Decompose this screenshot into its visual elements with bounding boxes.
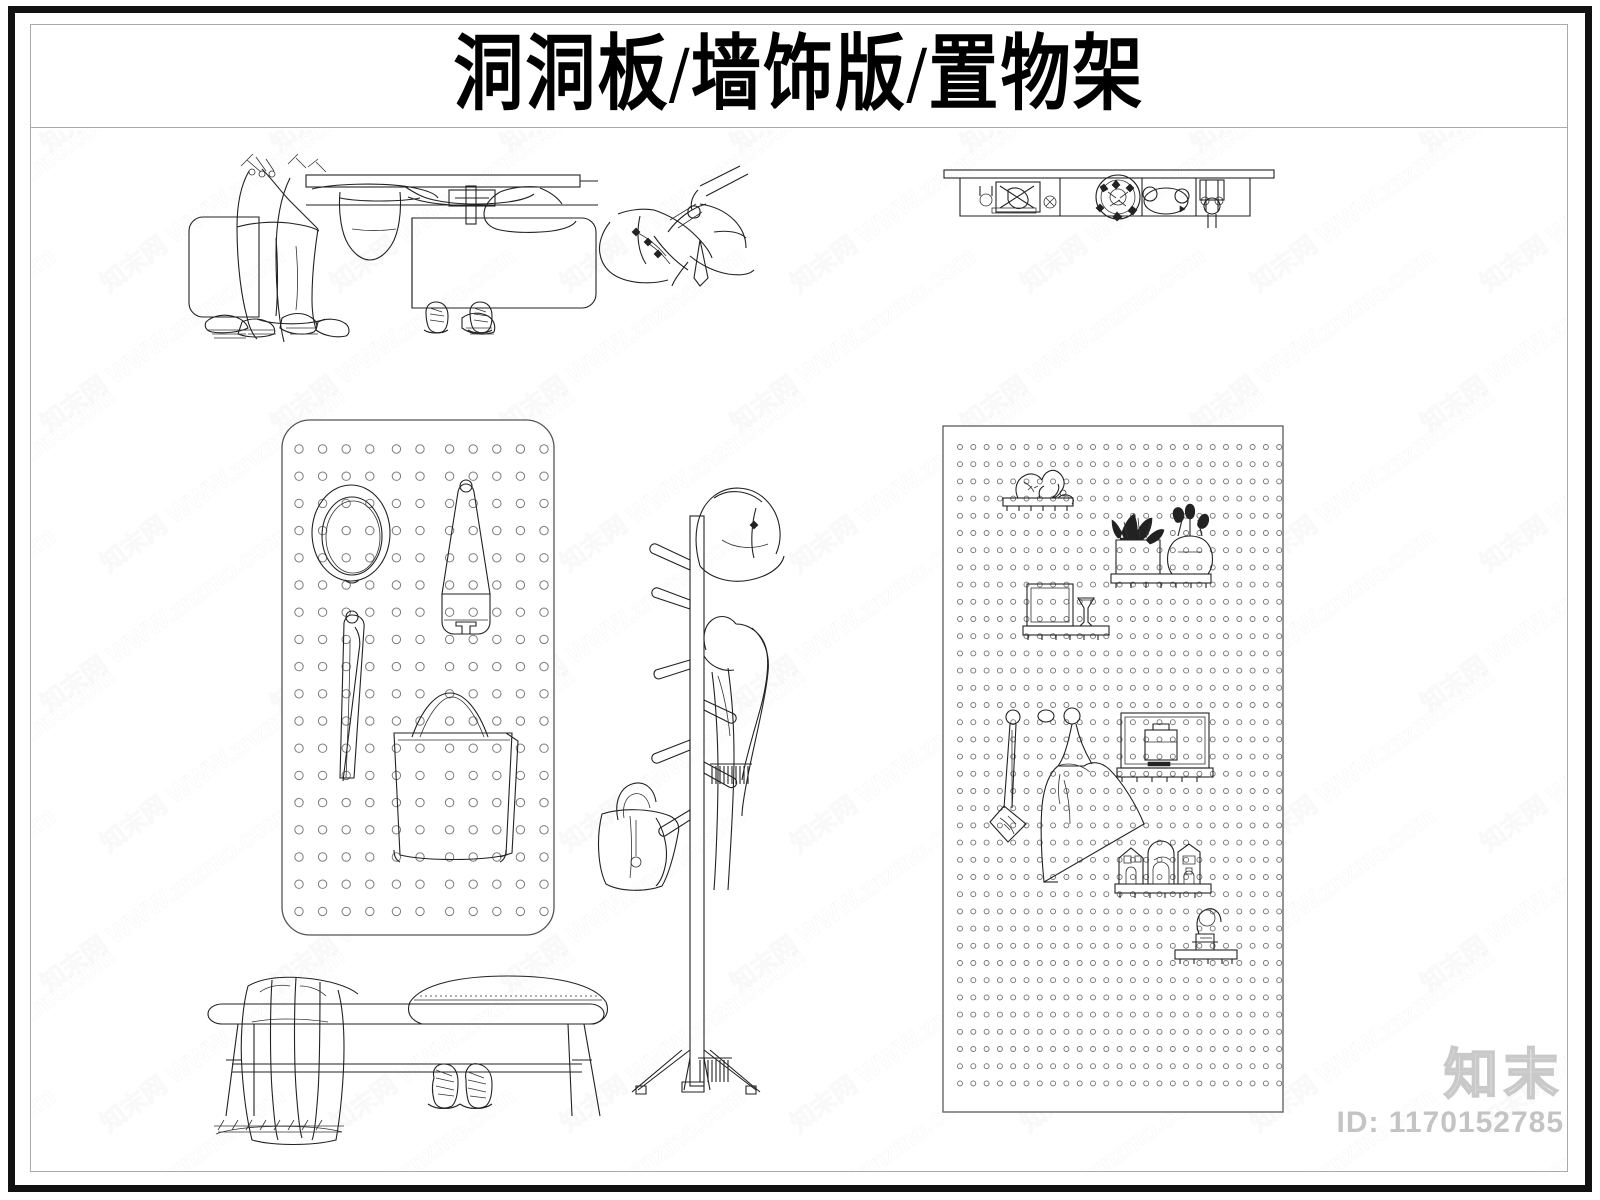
sheet-outer-border [8, 6, 1592, 1192]
page-title: 洞洞板/墙饰版/置物架 [453, 29, 1145, 121]
title-bar: 洞洞板/墙饰版/置物架 [30, 24, 1568, 128]
sheet-inner-frame [30, 24, 1568, 1172]
